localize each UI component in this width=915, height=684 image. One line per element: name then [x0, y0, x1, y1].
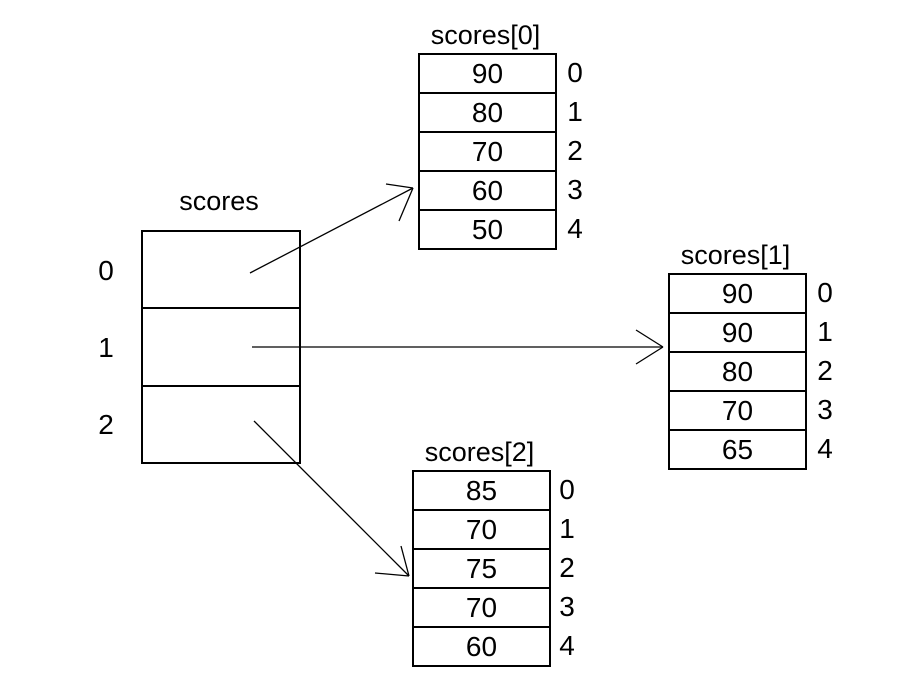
- cell-value: 70: [471, 135, 504, 167]
- array-index-label: 2: [817, 354, 833, 386]
- cell-value: 70: [465, 591, 498, 623]
- pointer-index-label: 1: [98, 331, 114, 363]
- array-scores-0-box: 90 80 70 60 50: [418, 53, 557, 250]
- cell-value: 90: [471, 57, 504, 89]
- cell-value: 90: [721, 277, 754, 309]
- cell-value: 60: [465, 630, 498, 662]
- cell-value: 70: [465, 513, 498, 545]
- cell-value: 90: [721, 316, 754, 348]
- array-index-label: 4: [559, 629, 575, 661]
- array-index-label: 0: [817, 276, 833, 308]
- array-cell: 70: [670, 392, 805, 431]
- array-cell: 85: [414, 472, 549, 511]
- array-cell: 70: [414, 589, 549, 628]
- array-cell: 60: [414, 628, 549, 665]
- pointer-cell-2: [143, 387, 299, 462]
- cell-value: 80: [471, 96, 504, 128]
- array-cell: 90: [670, 275, 805, 314]
- array-cell: 90: [420, 55, 555, 94]
- array-cell: 90: [670, 314, 805, 353]
- array-index-label: 2: [567, 134, 583, 166]
- array-cell: 70: [420, 133, 555, 172]
- array-index-label: 3: [559, 590, 575, 622]
- cell-value: 80: [721, 355, 754, 387]
- cell-value: 75: [465, 552, 498, 584]
- array-cell: 75: [414, 550, 549, 589]
- array-index-label: 2: [559, 551, 575, 583]
- array-index-label: 0: [567, 56, 583, 88]
- array-index-label: 1: [567, 95, 583, 127]
- array-index-label: 0: [559, 473, 575, 505]
- array-cell: 50: [420, 211, 555, 248]
- pointer-array-scores: scores 0 1 2: [98, 184, 301, 464]
- array-index-label: 3: [817, 393, 833, 425]
- array-scores-2: scores[2] 85 70 75 70 60 0 1 2 3 4: [412, 435, 575, 667]
- array-cell: 60: [420, 172, 555, 211]
- array-scores-2-title: scores[2]: [424, 437, 535, 467]
- array-index-label: 3: [567, 173, 583, 205]
- pointer-index-label: 2: [98, 409, 114, 441]
- pointer-cell-1: [143, 309, 299, 387]
- array-scores-0-index-column: 0 1 2 3 4: [561, 53, 589, 248]
- cell-value: 50: [471, 213, 504, 245]
- array-cell: 80: [420, 94, 555, 133]
- array-cell: 80: [670, 353, 805, 392]
- array-scores-1-box: 90 90 80 70 65: [668, 273, 807, 470]
- array-cell: 70: [414, 511, 549, 550]
- array-index-label: 1: [817, 315, 833, 347]
- array-scores-0-title: scores[0]: [430, 20, 541, 50]
- pointer-index-label: 0: [98, 254, 114, 286]
- array-index-label: 4: [817, 432, 833, 464]
- pointer-array-title: scores: [179, 186, 259, 216]
- array-cell: 65: [670, 431, 805, 468]
- arrow-pointer-1-to-scores-1: [252, 329, 664, 365]
- pointer-index-column: 0 1 2: [89, 232, 123, 464]
- array-scores-0: scores[0] 90 80 70 60 50 0 1 2 3 4: [418, 18, 583, 250]
- cell-value: 60: [471, 174, 504, 206]
- cell-value: 65: [721, 433, 754, 465]
- array-index-label: 4: [567, 212, 583, 244]
- array-index-label: 1: [559, 512, 575, 544]
- array-scores-1-title: scores[1]: [680, 240, 791, 270]
- cell-value: 85: [465, 474, 498, 506]
- pointer-cell-0: [143, 232, 299, 310]
- array-scores-2-index-column: 0 1 2 3 4: [553, 470, 581, 665]
- array-scores-1-index-column: 0 1 2 3 4: [811, 273, 839, 468]
- array-scores-1: scores[1] 90 90 80 70 65 0 1 2 3 4: [668, 238, 833, 470]
- pointer-array-box: [141, 230, 301, 464]
- array-scores-2-box: 85 70 75 70 60: [412, 470, 551, 667]
- cell-value: 70: [721, 394, 754, 426]
